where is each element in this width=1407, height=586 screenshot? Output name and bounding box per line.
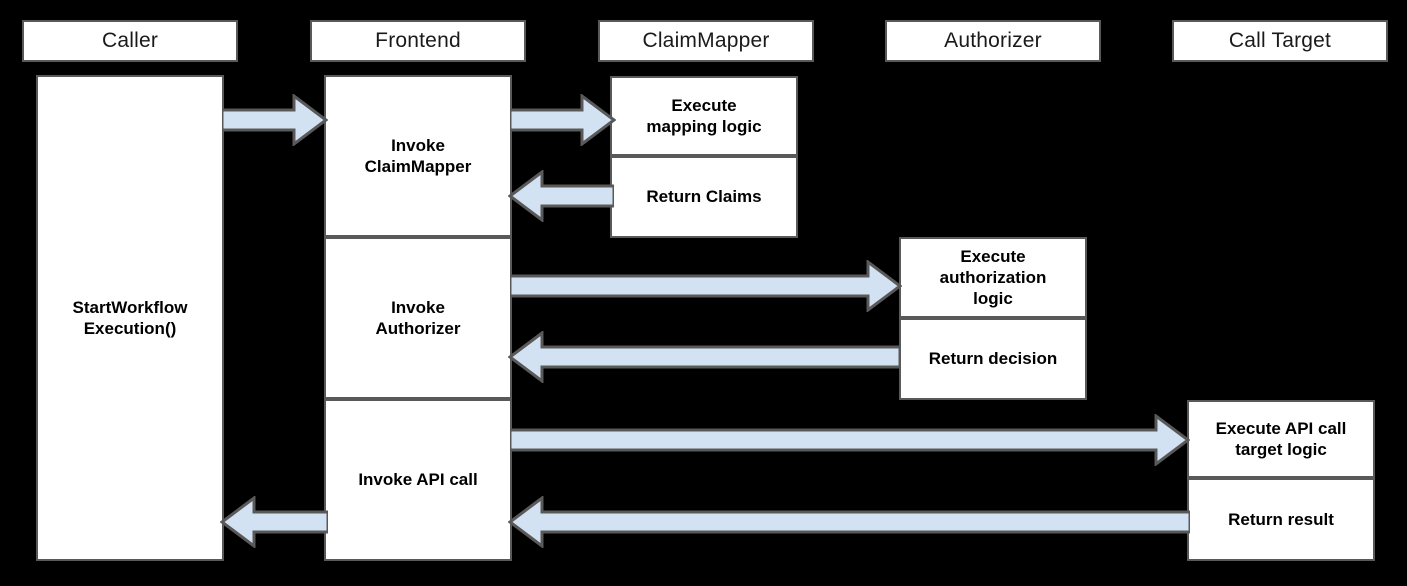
lifeline-header-calltarget-label: Call Target [1228,29,1332,52]
arrow-frontend-to-claimmapper[interactable] [510,94,616,146]
lifeline-header-authorizer-label: Authorizer [944,29,1042,52]
arrow-claimmapper-to-frontend[interactable] [508,170,614,222]
activation-authorizer-return-decision-label: Return decision [928,349,1058,369]
lifeline-header-claimmapper-label: ClaimMapper [642,29,770,52]
activation-authorizer-return-decision[interactable]: Return decision [899,318,1087,400]
lifeline-header-caller[interactable]: Caller [22,20,238,62]
arrow-frontend-to-calltarget[interactable] [510,414,1190,466]
lifeline-header-authorizer[interactable]: Authorizer [885,20,1101,62]
arrow-frontend-to-authorizer[interactable] [510,260,902,312]
activation-frontend-invoke-api-call-label: Invoke API call [358,470,478,490]
activation-claimmapper-return-claims-label: Return Claims [646,187,762,207]
activation-calltarget-return-result-label: Return result [1228,509,1334,529]
lifeline-header-frontend-label: Frontend [375,29,461,52]
lifeline-header-caller-label: Caller [101,29,159,52]
activation-frontend-invoke-api-call[interactable]: Invoke API call [324,399,512,561]
lifeline-header-claimmapper[interactable]: ClaimMapper [598,20,814,62]
arrow-caller-to-frontend[interactable] [222,94,328,146]
arrow-frontend-to-caller[interactable] [220,496,328,548]
lifeline-header-calltarget[interactable]: Call Target [1172,20,1388,62]
arrow-calltarget-to-frontend[interactable] [508,496,1190,548]
lifeline-header-frontend[interactable]: Frontend [310,20,526,62]
arrow-authorizer-to-frontend[interactable] [508,331,900,383]
activation-calltarget-return-result[interactable]: Return result [1187,478,1375,561]
activation-claimmapper-return-claims[interactable]: Return Claims [610,156,798,238]
